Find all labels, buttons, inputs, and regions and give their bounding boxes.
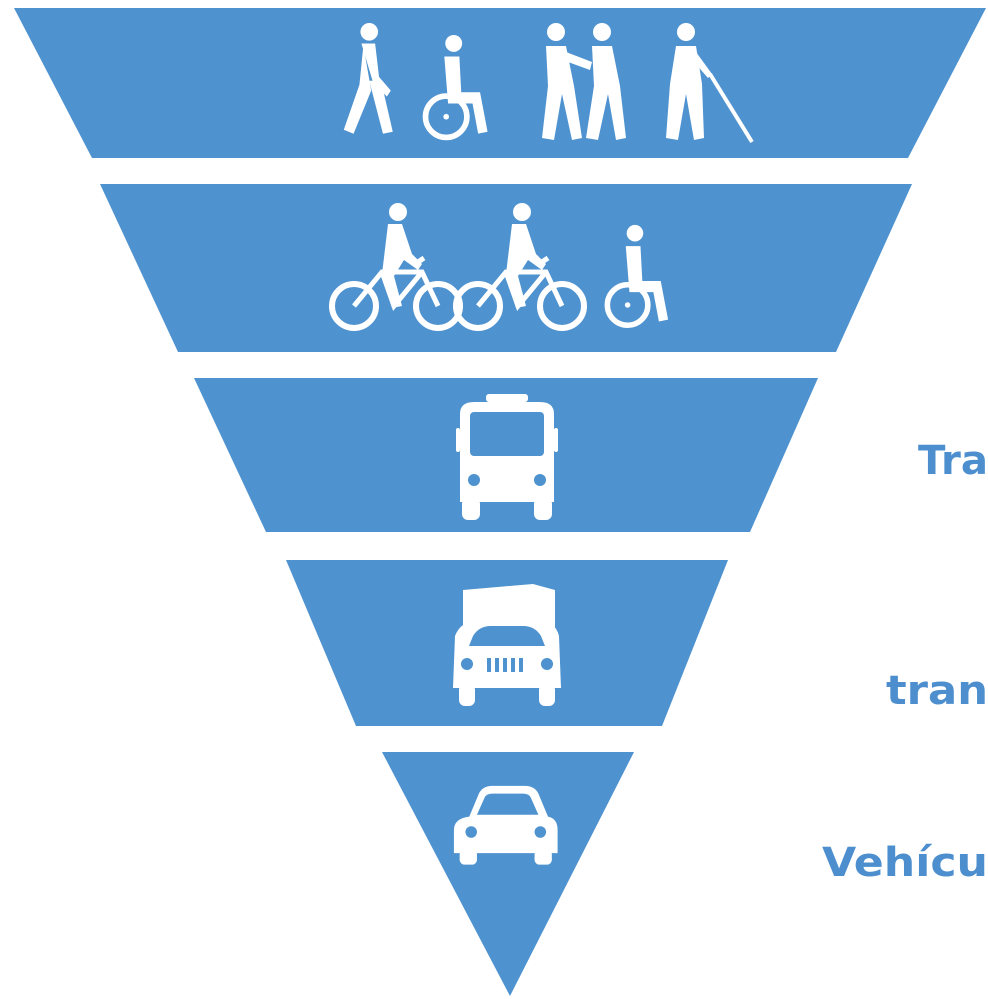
- tier-label-freight-transport: tran: [886, 668, 988, 714]
- tier-freight-transport: [286, 560, 728, 726]
- tier-label-public-transport: Tra: [918, 438, 988, 484]
- truck-icon: [453, 584, 561, 706]
- tier-band: [100, 184, 912, 352]
- tier-band: [14, 8, 986, 158]
- tier-public-transport: [194, 378, 818, 532]
- tier-band: [382, 752, 634, 996]
- tier-private-vehicles: [382, 752, 634, 996]
- tier-pedestrians: [14, 8, 986, 158]
- tier-label-private-vehicles: Vehícu: [822, 840, 988, 886]
- bus-icon: [456, 394, 558, 520]
- tier-cyclists: [100, 184, 912, 352]
